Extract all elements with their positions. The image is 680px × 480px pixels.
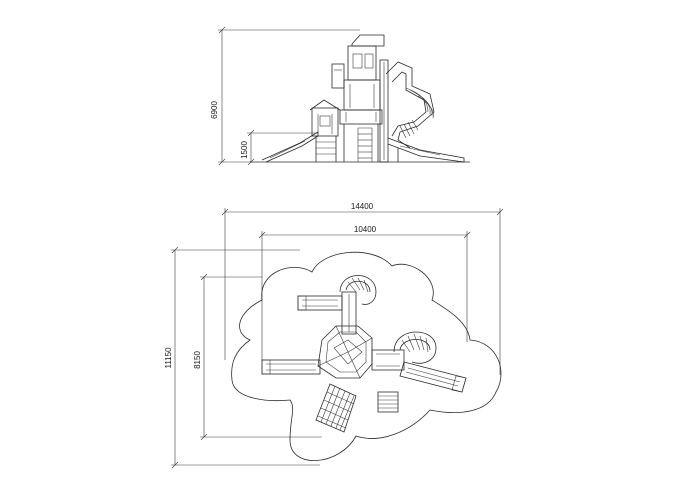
dimension-label-1500: 1500 [240, 141, 249, 159]
dimension-height-total: 6900 [210, 26, 360, 166]
right-tube-slide-plan [393, 331, 437, 364]
dimension-height-platform: 1500 [240, 129, 318, 166]
lower-left-slide-plan [261, 359, 321, 375]
dimension-label-8150: 8150 [193, 351, 202, 369]
left-slide-elevation [261, 131, 319, 163]
dimension-label-6900: 6900 [210, 101, 219, 119]
side-elevation: 6900 1500 [210, 26, 470, 166]
dimension-depth-outer: 11150 [164, 246, 320, 469]
climbing-net-plan [315, 383, 357, 433]
safety-zone-outline [231, 251, 502, 461]
right-platform-plan [371, 349, 405, 371]
tube-slide-elevation [385, 61, 435, 149]
dimension-width-inner: 10400 [258, 225, 471, 360]
dimension-width-outer: 14400 [221, 202, 504, 375]
dimension-label-10400: 10400 [354, 225, 377, 234]
upper-left-slide-plan [297, 295, 343, 311]
small-tower-elevation [309, 99, 341, 162]
dimension-label-11150: 11150 [164, 347, 173, 369]
access-stair-plan [377, 391, 399, 413]
dimension-depth-inner: 8150 [193, 273, 322, 441]
right-slide-elevation [387, 137, 465, 163]
top-tube-slide-plan [339, 275, 377, 335]
plan-view: 14400 10400 11150 8150 [164, 202, 504, 469]
right-slide-plan [399, 361, 467, 393]
main-tower-elevation [331, 34, 389, 163]
dimension-label-14400: 14400 [351, 202, 374, 211]
